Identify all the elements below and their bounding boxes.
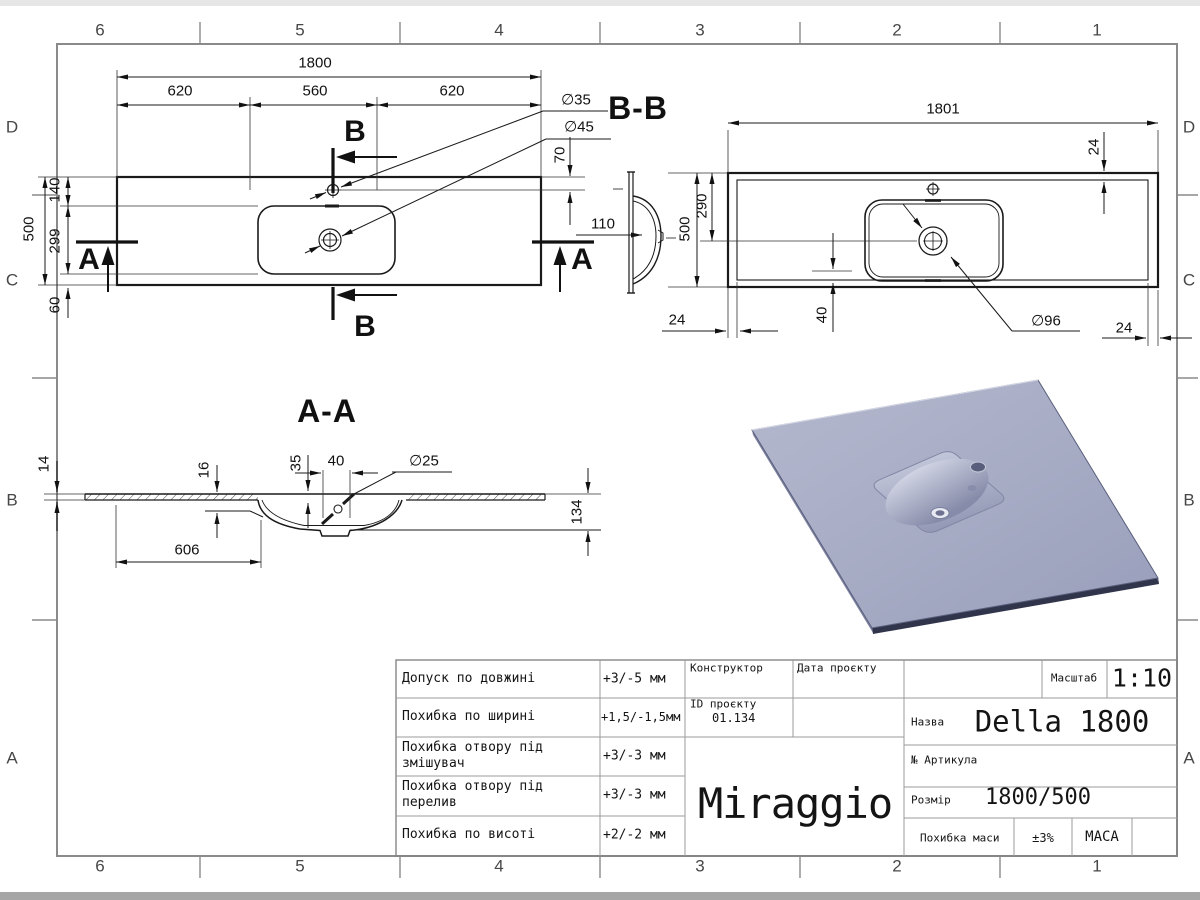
border-row-right: A bbox=[1183, 748, 1195, 768]
titleblock-grid bbox=[395, 659, 1178, 857]
dim-recess: 40 bbox=[327, 452, 345, 470]
border-col-bottom: 3 bbox=[695, 856, 705, 876]
border-row-left: A bbox=[6, 748, 18, 768]
dim-thickness: 14 bbox=[35, 455, 53, 473]
tolerance-label: Похибка отвору під перелив bbox=[402, 778, 543, 810]
dim-profile-width: 110 bbox=[591, 215, 615, 233]
border-col-top: 4 bbox=[494, 20, 504, 40]
tolerance-label: Похибка по ширині bbox=[402, 708, 536, 724]
size-label: Розмір bbox=[911, 793, 951, 807]
dim-drain-y: 290 bbox=[693, 193, 711, 219]
border-row-left: D bbox=[5, 117, 19, 137]
plan-view-lines bbox=[38, 70, 611, 320]
dim-plan-front: 60 bbox=[46, 296, 64, 314]
dim-basin-step: 40 bbox=[813, 306, 831, 324]
tolerance-label: Похибка по висоті bbox=[402, 826, 536, 842]
border-col-bottom: 6 bbox=[95, 856, 105, 876]
mass-label: МАСА bbox=[1085, 829, 1119, 845]
tolerance-value: +3/-5 мм bbox=[603, 671, 666, 687]
border-col-bottom: 4 bbox=[494, 856, 504, 876]
border-col-top: 2 bbox=[892, 20, 902, 40]
dim-plan-depth: 500 bbox=[20, 216, 38, 242]
dim-plan-back: 140 bbox=[46, 177, 64, 203]
brand-logo: Miraggio bbox=[697, 779, 893, 828]
dim-faucet-dia: ∅35 bbox=[561, 91, 591, 109]
render-3d bbox=[751, 379, 1159, 634]
section-aa-lines bbox=[44, 455, 601, 568]
dim-rim-top: 24 bbox=[1085, 138, 1103, 156]
border-col-bottom: 1 bbox=[1092, 856, 1102, 876]
dim-hole-dia: ∅25 bbox=[409, 452, 439, 470]
border-col-top: 5 bbox=[295, 20, 305, 40]
project-date-label: Дата проєкту bbox=[797, 661, 877, 675]
cut-label-b-bottom: B bbox=[354, 310, 376, 343]
dim-plan-total: 1800 bbox=[298, 54, 332, 72]
dim-underside-total: 1801 bbox=[926, 100, 960, 118]
page-top-shade bbox=[0, 0, 1200, 6]
border-col-top: 3 bbox=[695, 20, 705, 40]
border-col-top: 6 bbox=[95, 20, 105, 40]
dim-height-134: 134 bbox=[568, 499, 586, 525]
dim-edge: 16 bbox=[195, 461, 213, 479]
cut-label-a-left: A bbox=[78, 243, 100, 276]
border-row-right: C bbox=[1182, 270, 1196, 290]
section-cut-marks bbox=[76, 148, 594, 320]
border-row-right: D bbox=[1182, 117, 1196, 137]
border-col-bottom: 5 bbox=[295, 856, 305, 876]
border-col-bottom: 2 bbox=[892, 856, 902, 876]
tolerance-value: +1,5/-1,5мм bbox=[601, 710, 681, 724]
border-row-left: C bbox=[5, 270, 19, 290]
name-label: Назва bbox=[911, 715, 945, 729]
side-profile-lines bbox=[576, 171, 676, 294]
tolerance-value: +2/-2 мм bbox=[603, 827, 666, 843]
border-row-left: B bbox=[6, 490, 18, 510]
project-id-value: 01.134 bbox=[712, 711, 756, 725]
dim-plan-left: 620 bbox=[167, 82, 193, 100]
view-title-bb: B-B bbox=[608, 90, 668, 126]
underside-view-lines bbox=[662, 120, 1192, 346]
article-label: № Артикула bbox=[911, 753, 978, 767]
dim-plan-right: 620 bbox=[439, 82, 465, 100]
project-id-label: ID проєкту bbox=[690, 697, 757, 711]
border-row-right: B bbox=[1183, 490, 1195, 510]
cut-label-b-top: B bbox=[344, 115, 366, 148]
name-value: Della 1800 bbox=[974, 704, 1150, 739]
size-value: 1800/500 bbox=[985, 785, 1091, 810]
tolerance-label: Допуск по довжині bbox=[402, 670, 536, 686]
tolerance-label: Похибка отвору під змішувач bbox=[402, 739, 543, 771]
tolerance-value: +3/-3 мм bbox=[603, 787, 666, 803]
scale-label: Масштаб bbox=[1050, 671, 1098, 685]
dim-drain96-dia: ∅96 bbox=[1031, 312, 1061, 330]
dim-faucet-offset: 70 bbox=[551, 146, 569, 164]
mass-tolerance-label: Похибка маси bbox=[920, 831, 1000, 845]
dim-rim-right: 24 bbox=[1115, 319, 1133, 337]
tolerance-value: +3/-3 мм bbox=[603, 748, 666, 764]
page-bottom-shade bbox=[0, 892, 1200, 900]
dim-offset-606: 606 bbox=[174, 541, 200, 559]
scale-value: 1:10 bbox=[1111, 663, 1173, 693]
dim-underside-depth: 500 bbox=[676, 216, 694, 242]
border-col-top: 1 bbox=[1092, 20, 1102, 40]
dim-bowl-depth: 35 bbox=[287, 454, 305, 472]
dim-plan-mid: 560 bbox=[302, 82, 328, 100]
constructor-label: Конструктор bbox=[690, 661, 763, 675]
dim-rim-left: 24 bbox=[668, 311, 686, 329]
dim-plan-bowl: 299 bbox=[46, 228, 64, 254]
dim-drain-dia: ∅45 bbox=[564, 118, 594, 136]
cut-label-a-right: A bbox=[571, 243, 593, 276]
mass-tolerance-value: ±3% bbox=[1032, 831, 1054, 845]
section-title-aa: A-A bbox=[297, 393, 357, 429]
